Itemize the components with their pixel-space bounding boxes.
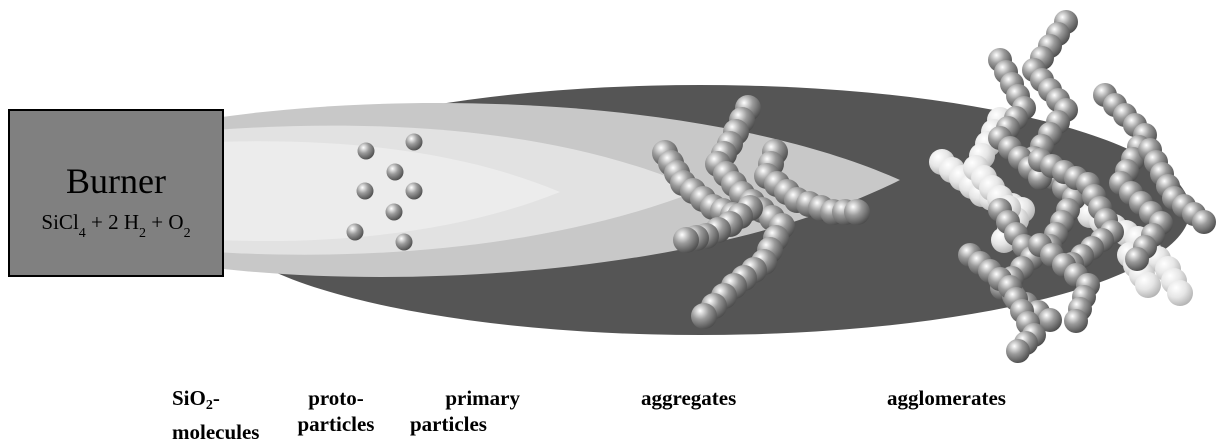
proto-particle	[406, 183, 423, 200]
agglomerate-particle	[1167, 280, 1193, 306]
agglomerate-particle	[1064, 309, 1088, 333]
stage-label-sio2-molecules: SiO2- molecules	[172, 385, 259, 445]
proto-particle	[347, 224, 364, 241]
proto-particle	[387, 164, 404, 181]
stage-label-aggregates: aggregates	[641, 385, 736, 411]
stage-label-primary-particles: primary particles	[410, 385, 520, 437]
proto-particle	[358, 143, 375, 160]
aggregate-particle	[691, 303, 717, 329]
agglomerate-particle	[1192, 210, 1216, 234]
stage-label-proto-particles: proto- particles	[288, 385, 384, 437]
proto-particle	[406, 134, 423, 151]
burner-title: Burner	[66, 161, 166, 201]
proto-particle	[386, 204, 403, 221]
stage-label-agglomerates: agglomerates	[887, 385, 1006, 411]
aggregate-particle	[844, 199, 870, 225]
agglomerate-particle	[1135, 272, 1161, 298]
agglomerate-particle	[1006, 339, 1030, 363]
proto-particle	[357, 183, 374, 200]
proto-particle	[396, 234, 413, 251]
aggregate-particle	[673, 227, 699, 253]
agglomerate-particle	[1125, 247, 1149, 271]
